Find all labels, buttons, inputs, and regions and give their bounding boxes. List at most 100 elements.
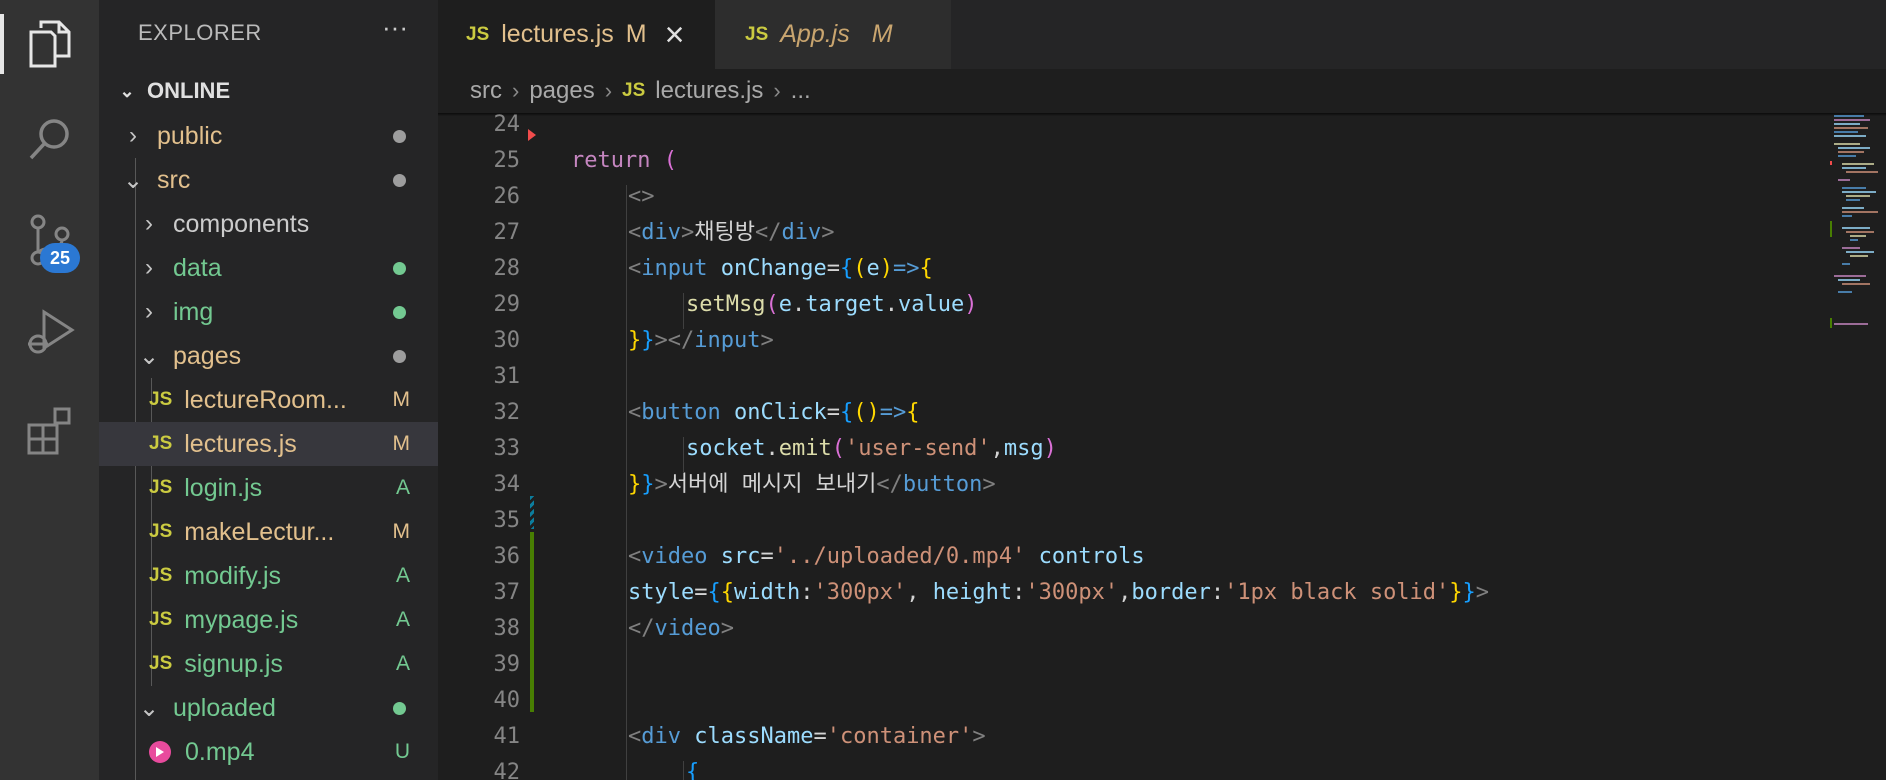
line-number: 24 bbox=[493, 113, 521, 137]
code-token: > bbox=[681, 220, 695, 245]
code-token: ) bbox=[1043, 436, 1057, 461]
code-token: ( bbox=[663, 148, 677, 173]
tree-item-label: lectureRoom... bbox=[184, 385, 347, 414]
code-token: { bbox=[707, 580, 721, 605]
git-status-dot bbox=[393, 701, 406, 715]
tree-item-data[interactable]: ›data bbox=[99, 246, 438, 290]
chevron-right-icon: › bbox=[604, 78, 613, 103]
run-debug-icon[interactable] bbox=[0, 290, 99, 374]
line-number: 40 bbox=[493, 688, 521, 713]
git-status-badge: A bbox=[395, 564, 410, 587]
code-token: > bbox=[1475, 580, 1490, 605]
breadcrumb-src[interactable]: src bbox=[470, 77, 502, 104]
code-token: } bbox=[1449, 580, 1463, 605]
tab-modified-status: M bbox=[625, 20, 647, 48]
workspace-section-header[interactable]: ⌄ ONLINE bbox=[99, 72, 438, 110]
breadcrumb-file[interactable]: lectures.js bbox=[655, 77, 764, 104]
tree-item-label: src bbox=[157, 165, 191, 194]
git-status-badge: M bbox=[392, 432, 411, 455]
extensions-icon[interactable] bbox=[0, 388, 99, 472]
code-token bbox=[681, 724, 694, 749]
tab-lectures-js[interactable]: JS lectures.js M × bbox=[438, 0, 715, 69]
code-line: <button onClick={()=>{ bbox=[628, 395, 919, 431]
tree-item-img[interactable]: ›img bbox=[99, 290, 438, 334]
tab-app-js[interactable]: JS App.js M bbox=[715, 0, 951, 69]
code-token: </ bbox=[754, 220, 782, 245]
tree-item-components[interactable]: ›components bbox=[99, 202, 438, 246]
code-token: setMsg bbox=[686, 292, 766, 317]
code-token: controls bbox=[1038, 544, 1145, 569]
tree-item-src[interactable]: ⌄src bbox=[99, 158, 438, 202]
code-token: e bbox=[866, 256, 880, 281]
js-file-icon: JS bbox=[149, 477, 173, 498]
tree-item-label: modify.js bbox=[184, 561, 282, 590]
code-line: setMsg(e.target.value) bbox=[686, 287, 977, 323]
code-token: { bbox=[839, 400, 854, 425]
code-token: = bbox=[760, 544, 774, 569]
tab-close-icon[interactable]: × bbox=[664, 15, 685, 54]
tree-item-uploaded[interactable]: ⌄uploaded bbox=[99, 686, 438, 730]
workspace-name: ONLINE bbox=[147, 78, 231, 103]
code-token: , bbox=[990, 436, 1004, 461]
tree-item-label: uploaded bbox=[173, 693, 276, 722]
code-token: '1px black solid' bbox=[1224, 580, 1450, 605]
code-token: > bbox=[821, 220, 835, 245]
js-file-icon: JS bbox=[745, 23, 769, 45]
source-control-badge: 25 bbox=[40, 243, 80, 273]
source-control-icon[interactable]: 25 bbox=[0, 198, 99, 282]
git-status-badge: M bbox=[392, 520, 411, 543]
git-status-badge: M bbox=[392, 388, 411, 411]
tab-label: App.js bbox=[780, 20, 850, 48]
code-token: } bbox=[628, 328, 642, 353]
video-file-icon bbox=[149, 741, 171, 763]
code-token: < bbox=[628, 544, 642, 569]
indent-guide bbox=[683, 293, 684, 329]
tab-modified-status: M bbox=[871, 20, 893, 48]
code-line: }}></input> bbox=[628, 323, 774, 359]
code-token: className bbox=[694, 724, 814, 749]
code-token: <> bbox=[628, 184, 655, 209]
explorer-icon[interactable] bbox=[0, 2, 99, 86]
tree-item-public[interactable]: ›public bbox=[99, 114, 438, 158]
line-number: 26 bbox=[493, 184, 521, 209]
code-line: }}>서버에 메시지 보내기</button> bbox=[628, 467, 996, 503]
git-status-dot bbox=[393, 349, 406, 363]
code-token: => bbox=[879, 400, 907, 425]
tree-item-pages[interactable]: ⌄pages bbox=[99, 334, 438, 378]
tree-indent-guide bbox=[151, 378, 152, 686]
gutter-modified-indicator bbox=[530, 496, 534, 529]
minimap[interactable] bbox=[1830, 113, 1886, 780]
git-status-dot bbox=[393, 261, 406, 275]
code-token: ( bbox=[853, 256, 867, 281]
code-token: div bbox=[781, 220, 822, 245]
indent-guide bbox=[683, 437, 684, 473]
code-token: target bbox=[805, 292, 885, 317]
more-actions-icon[interactable]: ··· bbox=[382, 12, 408, 42]
search-icon[interactable] bbox=[0, 98, 99, 182]
code-token: video bbox=[654, 616, 721, 641]
code-token: border bbox=[1131, 580, 1211, 605]
tree-item-label: public bbox=[157, 121, 223, 150]
indent-guide bbox=[626, 185, 627, 780]
code-token: 서버에 메시지 보내기 bbox=[667, 472, 877, 497]
chevron-right-icon: › bbox=[145, 210, 153, 237]
code-token: { bbox=[686, 760, 700, 780]
breadcrumb-symbol[interactable]: ... bbox=[790, 77, 811, 104]
code-token: 'container' bbox=[826, 724, 973, 749]
tab-label: lectures.js bbox=[501, 20, 614, 48]
git-status-badge: A bbox=[395, 608, 410, 631]
code-token: div bbox=[641, 220, 681, 245]
line-number: 32 bbox=[493, 400, 521, 425]
breadcrumb-pages[interactable]: pages bbox=[529, 77, 595, 104]
code-line: socket.emit('user-send',msg) bbox=[686, 431, 1057, 467]
js-file-icon: JS bbox=[149, 521, 173, 542]
